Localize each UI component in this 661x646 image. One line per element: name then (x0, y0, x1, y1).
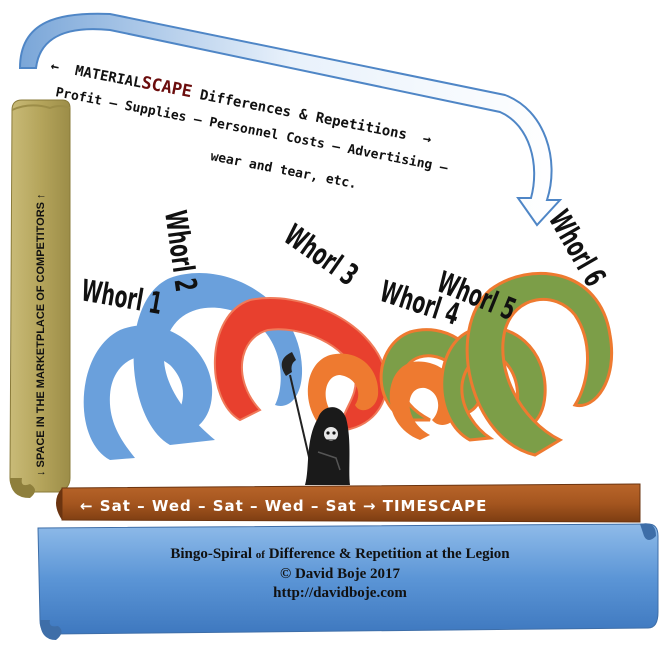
whorl-6-shape (465, 271, 613, 457)
caption-line-2: © David Boje 2017 (280, 566, 400, 582)
whorl-3-shape (214, 297, 388, 432)
caption-title-a: Bingo-Spiral (170, 546, 253, 562)
space-scroll: ↓ SPACE IN THE MARKETPLACE OF COMPETITOR… (9, 99, 71, 498)
curved-arrow (18, 12, 563, 227)
timescape-label: ← Sat – Wed – Sat – Wed – Sat → TIMESCAP… (80, 497, 487, 515)
materialscape-line3: wear and tear, etc. (209, 149, 358, 192)
whorl-labels: Whorl 1 Whorl 2 Whorl 3 Whorl 4 Whorl 5 … (79, 204, 613, 332)
whorl-3-label: Whorl 3 (278, 217, 365, 292)
materialscape-title-1: MATERIAL (74, 63, 143, 92)
timescape-band: ← Sat – Wed – Sat – Wed – Sat → TIMESCAP… (56, 483, 641, 523)
space-label: ↓ SPACE IN THE MARKETPLACE OF COMPETITOR… (35, 193, 47, 476)
caption-scroll (37, 523, 659, 640)
spiral-whorls (83, 271, 613, 460)
diagram-caption: Bingo-Spiral of Difference & Repetition … (40, 545, 640, 603)
caption-line-1: Bingo-Spiral of Difference & Repetition … (40, 545, 640, 565)
grim-reaper-icon (281, 352, 350, 485)
caption-title-b: of (255, 549, 265, 561)
caption-line-3[interactable]: http://davidboje.com (273, 585, 407, 601)
caption-title-c: Difference & Repetition at the Legion (268, 546, 510, 562)
materialscape-title-2: SCAPE (140, 73, 194, 102)
right-arrow-glyph: → (421, 131, 432, 148)
left-arrow-glyph: ← (49, 58, 60, 75)
whorl-1-label: Whorl 1 (79, 273, 165, 321)
